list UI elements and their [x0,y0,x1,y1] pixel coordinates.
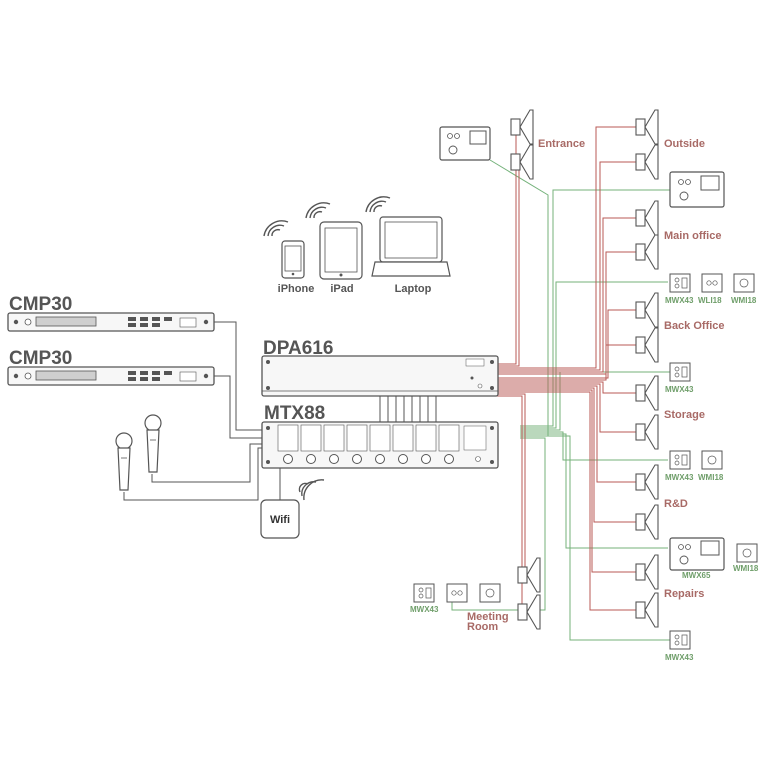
wmi18-label: WMI18 [731,296,757,305]
audio-wiring [123,321,437,501]
speaker-icon [517,594,541,630]
speaker-icon [517,557,541,593]
wli18-panel [701,273,723,293]
speaker-icon [510,144,534,180]
wli18-label: WLI18 [698,296,722,305]
mtx88-label: MTX88 [264,403,325,424]
zone-labels: Entrance Outside Main office Back Office… [467,138,725,633]
mtx88-channel-strips [277,424,460,452]
microphone-icon [144,414,162,473]
zone-outside-label: Outside [664,138,705,150]
zone-back-office-label: Back Office [664,320,725,332]
speaker-icon [635,327,659,363]
wifi-access-point: Wifi [260,479,325,539]
speaker-icon [635,292,659,328]
control-wiring [451,159,676,641]
speaker-icon [635,414,659,450]
zone-rd-label: R&D [664,498,688,510]
speaker-icon [635,554,659,590]
panel-details [418,277,752,646]
cmp30-player-top: CMP30 [7,294,215,332]
ipad-label: iPad [330,283,353,295]
cmp30-player-bottom: CMP30 [7,348,215,386]
speaker-icon [635,504,659,540]
speaker-icon [635,375,659,411]
mwx43-label: MWX43 [665,296,694,305]
client-devices: iPhone iPad Laptop [263,196,451,295]
cmp30-bottom-label: CMP30 [9,348,72,369]
room-panel [446,583,468,603]
handheld-microphones [115,414,162,491]
zone-room-label: Room [467,621,498,633]
mwx-controller-outside [669,171,725,208]
zone-storage-label: Storage [664,409,705,421]
mtx88-knobs [283,454,454,464]
speaker-icon [635,109,659,145]
dpa616-amplifier: DPA616 [261,338,499,397]
speaker-icon [510,109,534,145]
mwx65-controller [669,537,725,571]
speaker-wiring [497,126,636,612]
wifi-label: Wifi [270,514,290,526]
zone-repairs-label: Repairs [664,588,704,600]
zone-main-office-label: Main office [664,230,721,242]
wmi18-label: WMI18 [698,473,724,482]
dpa616-label: DPA616 [263,338,333,359]
mwx65-label: MWX65 [682,571,711,580]
mwx43-label: MWX43 [410,605,439,614]
ipad-icon [319,221,363,280]
laptop-label: Laptop [395,283,432,295]
mwx43-label: MWX43 [665,653,694,662]
wall-controllers [439,126,725,571]
iphone-label: iPhone [278,283,315,295]
speaker-icon [635,234,659,270]
wmi18-label: WMI18 [733,564,759,573]
speakers [510,109,659,630]
cmp30-top-label: CMP30 [9,294,72,315]
speaker-icon [635,464,659,500]
mwx43-label: MWX43 [665,473,694,482]
mtx88-matrix: MTX88 [261,403,499,469]
wifi-signal-icon [263,196,391,237]
mwx43-label: MWX43 [665,385,694,394]
speaker-icon [635,144,659,180]
panel-labels: MWX43 WLI18 WMI18 MWX43 MWX43 WMI18 MWX6… [410,296,759,662]
iphone-icon [281,240,305,279]
mwx-controller-entrance [439,126,491,161]
speaker-icon [635,592,659,628]
zone-entrance-label: Entrance [538,138,585,150]
microphone-icon [115,432,133,491]
laptop-icon [371,216,451,277]
speaker-icon [635,200,659,236]
zone-meeting-label: Meeting [467,611,509,623]
wifi-signal-icon [298,479,325,501]
